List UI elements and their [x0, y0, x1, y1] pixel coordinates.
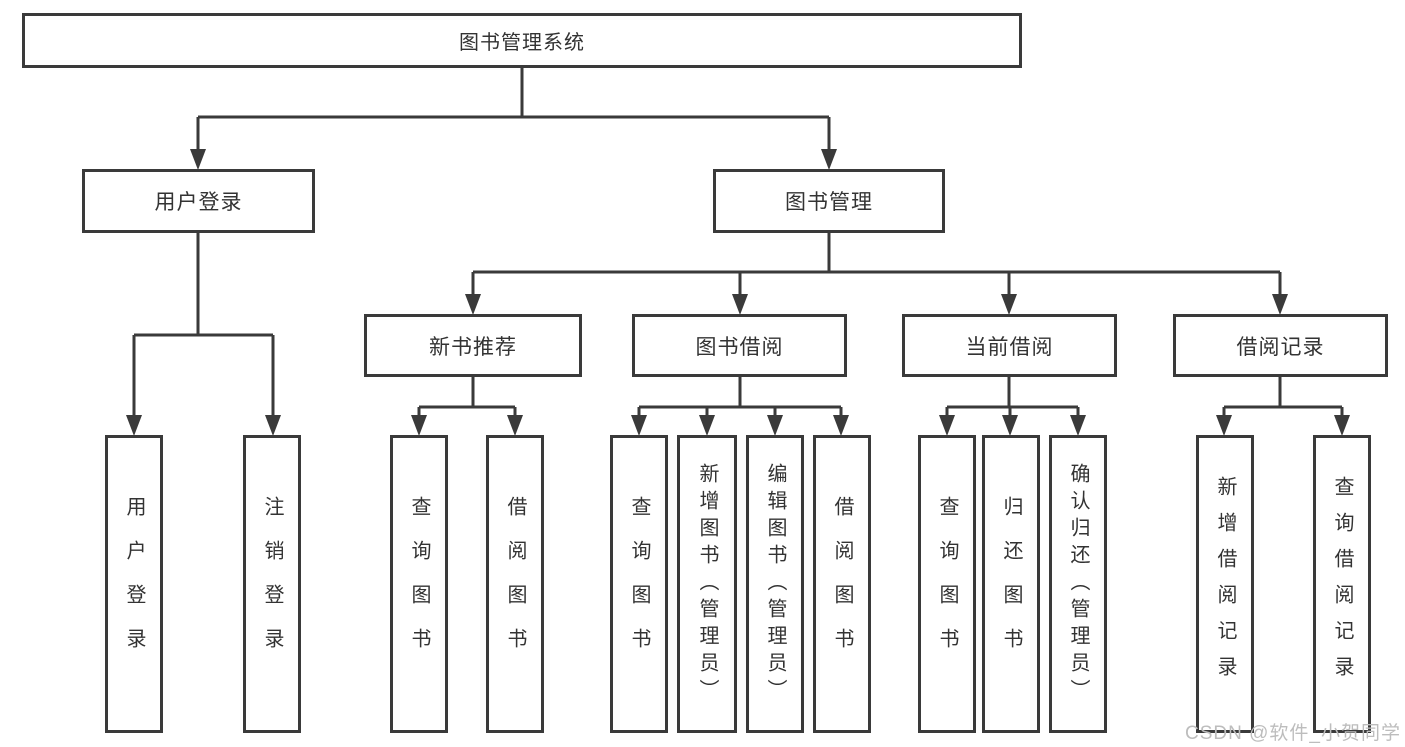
- leaf-query-borrow-record: 查询借阅记录: [1313, 435, 1371, 733]
- node-label: 新书推荐: [429, 335, 517, 359]
- node-label: 查询图书: [628, 496, 650, 672]
- leaf-add-borrow-record: 新增借阅记录: [1196, 435, 1254, 733]
- node-label: 编辑图书（管理员）: [764, 462, 786, 706]
- node-label: 用户登录: [154, 191, 243, 214]
- node-label: 新增借阅记录: [1214, 476, 1236, 692]
- node-label: 用户登录: [123, 496, 145, 672]
- node-book-management: 图书管理: [713, 169, 945, 233]
- node-book-borrowing: 图书借阅: [632, 314, 847, 377]
- node-label: 查询图书: [408, 496, 430, 672]
- node-current-borrowing: 当前借阅: [902, 314, 1117, 377]
- node-label: 查询图书: [936, 496, 958, 672]
- node-new-book-recommend: 新书推荐: [364, 314, 582, 377]
- node-label: 图书管理系统: [459, 32, 585, 54]
- node-label: 图书借阅: [695, 335, 784, 359]
- leaf-edit-books-admin: 编辑图书（管理员）: [746, 435, 804, 733]
- node-borrow-records: 借阅记录: [1173, 314, 1388, 377]
- leaf-borrow-books-1: 借阅图书: [486, 435, 544, 733]
- node-user-login: 用户登录: [82, 169, 315, 233]
- node-library-management-system: 图书管理系统: [22, 13, 1022, 68]
- leaf-borrow-books-2: 借阅图书: [813, 435, 871, 733]
- leaf-logout: 注销登录: [243, 435, 301, 733]
- node-label: 图书管理: [785, 191, 873, 214]
- node-label: 查询借阅记录: [1331, 476, 1353, 692]
- node-label: 新增图书（管理员）: [696, 462, 718, 706]
- leaf-query-books-3: 查询图书: [918, 435, 976, 733]
- leaf-user-login: 用户登录: [105, 435, 163, 733]
- node-label: 注销登录: [261, 496, 283, 672]
- csdn-watermark: CSDN @软件_小贺同学: [1185, 723, 1401, 744]
- node-label: 确认归还（管理员）: [1067, 462, 1089, 706]
- node-label: 归还图书: [1000, 496, 1022, 672]
- leaf-query-books-2: 查询图书: [610, 435, 668, 733]
- node-label: 借阅记录: [1236, 335, 1325, 359]
- node-label: 当前借阅: [965, 335, 1054, 359]
- leaf-return-books: 归还图书: [982, 435, 1040, 733]
- leaf-add-books-admin: 新增图书（管理员）: [677, 435, 737, 733]
- node-label: 借阅图书: [504, 496, 526, 672]
- leaf-confirm-return-admin: 确认归还（管理员）: [1049, 435, 1107, 733]
- leaf-query-books-1: 查询图书: [390, 435, 448, 733]
- node-label: 借阅图书: [831, 496, 853, 672]
